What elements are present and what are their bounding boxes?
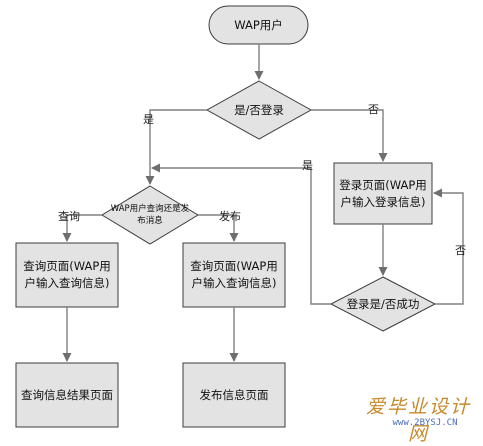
publish-info-page-label: 发布信息页面	[199, 387, 269, 402]
connector-login-yes-to-choice	[145, 109, 207, 185]
publish-page-shape	[182, 242, 286, 308]
connector-success-no-to-login-page	[433, 188, 464, 305]
edge-label-login-yes: 是	[143, 113, 154, 126]
login-success-decision-label: 登录是/否成功	[346, 296, 420, 311]
edge-label-query: 查询	[58, 210, 80, 223]
query-result-page-shape	[15, 362, 119, 428]
query-or-publish-decision-shape	[101, 185, 199, 245]
connector-choice-query	[62, 214, 102, 242]
login-decision-shape	[205, 80, 313, 140]
edge-label-login-no: 否	[368, 103, 379, 116]
query-page-label: 查询页面(WAP用户输入查询信息)	[23, 259, 111, 290]
login-decision-label: 是/否登录	[234, 102, 284, 117]
login-success-decision-shape	[329, 276, 437, 332]
edge-label-publish: 发布	[219, 210, 241, 223]
query-or-publish-decision-label: WAP用户查询还是发布消息	[110, 204, 190, 226]
publish-page-label: 查询页面(WAP用户输入查询信息)	[190, 259, 278, 290]
start-node-label: WAP用户	[234, 17, 283, 32]
edge-label-success-no: 否	[455, 244, 466, 257]
query-result-page-label: 查询信息结果页面	[21, 387, 113, 402]
query-page-shape	[15, 242, 119, 308]
publish-info-page-shape	[182, 362, 286, 428]
connector-login-no-to-login-page	[311, 109, 388, 162]
watermark-url: www.2BYSJ.CN	[392, 418, 458, 428]
connector-success-yes-to-choice	[151, 163, 331, 305]
login-page-shape	[333, 162, 433, 225]
edge-label-success-yes: 是	[302, 159, 313, 172]
login-page-label: 登录页面(WAP用户输入登录信息)	[339, 177, 427, 209]
connector-choice-publish	[198, 214, 239, 242]
